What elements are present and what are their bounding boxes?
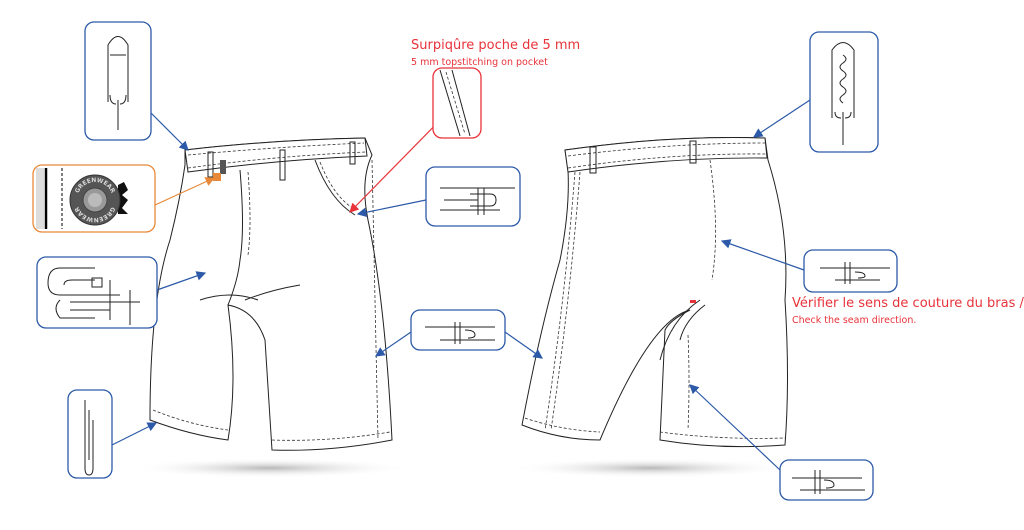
back-shadow (510, 458, 790, 478)
callout-pocket-topstitch (432, 67, 482, 139)
arrow-pocket (356, 199, 427, 218)
front-shorts (149, 137, 393, 451)
pocket-topstitch-note-fr: Surpiqûre poche de 5 mm (411, 38, 581, 53)
arrow-back-waistband (752, 99, 811, 138)
seam-direction-note-en: Check the seam direction. (792, 315, 917, 326)
callout-side-seam-front (410, 309, 506, 351)
callout-button: GREENWEAR GREENWEAR (32, 164, 156, 233)
seam-direction-note-fr: Vérifier le sens de couture du bras / (792, 296, 1024, 311)
arrow-back-seam (720, 239, 805, 271)
callout-pocket-stitch (425, 166, 521, 227)
callout-back-seam-stitch (803, 249, 898, 293)
arrow-inseam (689, 384, 781, 471)
pocket-topstitch-note-en: 5 mm topstitching on pocket (411, 57, 548, 68)
front-shadow (130, 458, 410, 478)
callout-fly-stitch (36, 256, 158, 329)
callout-waistband-stitch (84, 21, 152, 141)
arrow-side-seam-front (375, 331, 412, 357)
arrow-button (154, 177, 216, 206)
arrow-fly (156, 271, 207, 291)
arrow-hem-front (111, 422, 158, 446)
callout-hem-stitch (67, 389, 113, 479)
arrow-waistband (149, 111, 189, 151)
arrow-side-seam-back (504, 331, 543, 359)
callout-inseam-stitch (779, 459, 874, 501)
callout-back-waistband-stitch (809, 31, 879, 153)
back-shorts (521, 137, 788, 448)
